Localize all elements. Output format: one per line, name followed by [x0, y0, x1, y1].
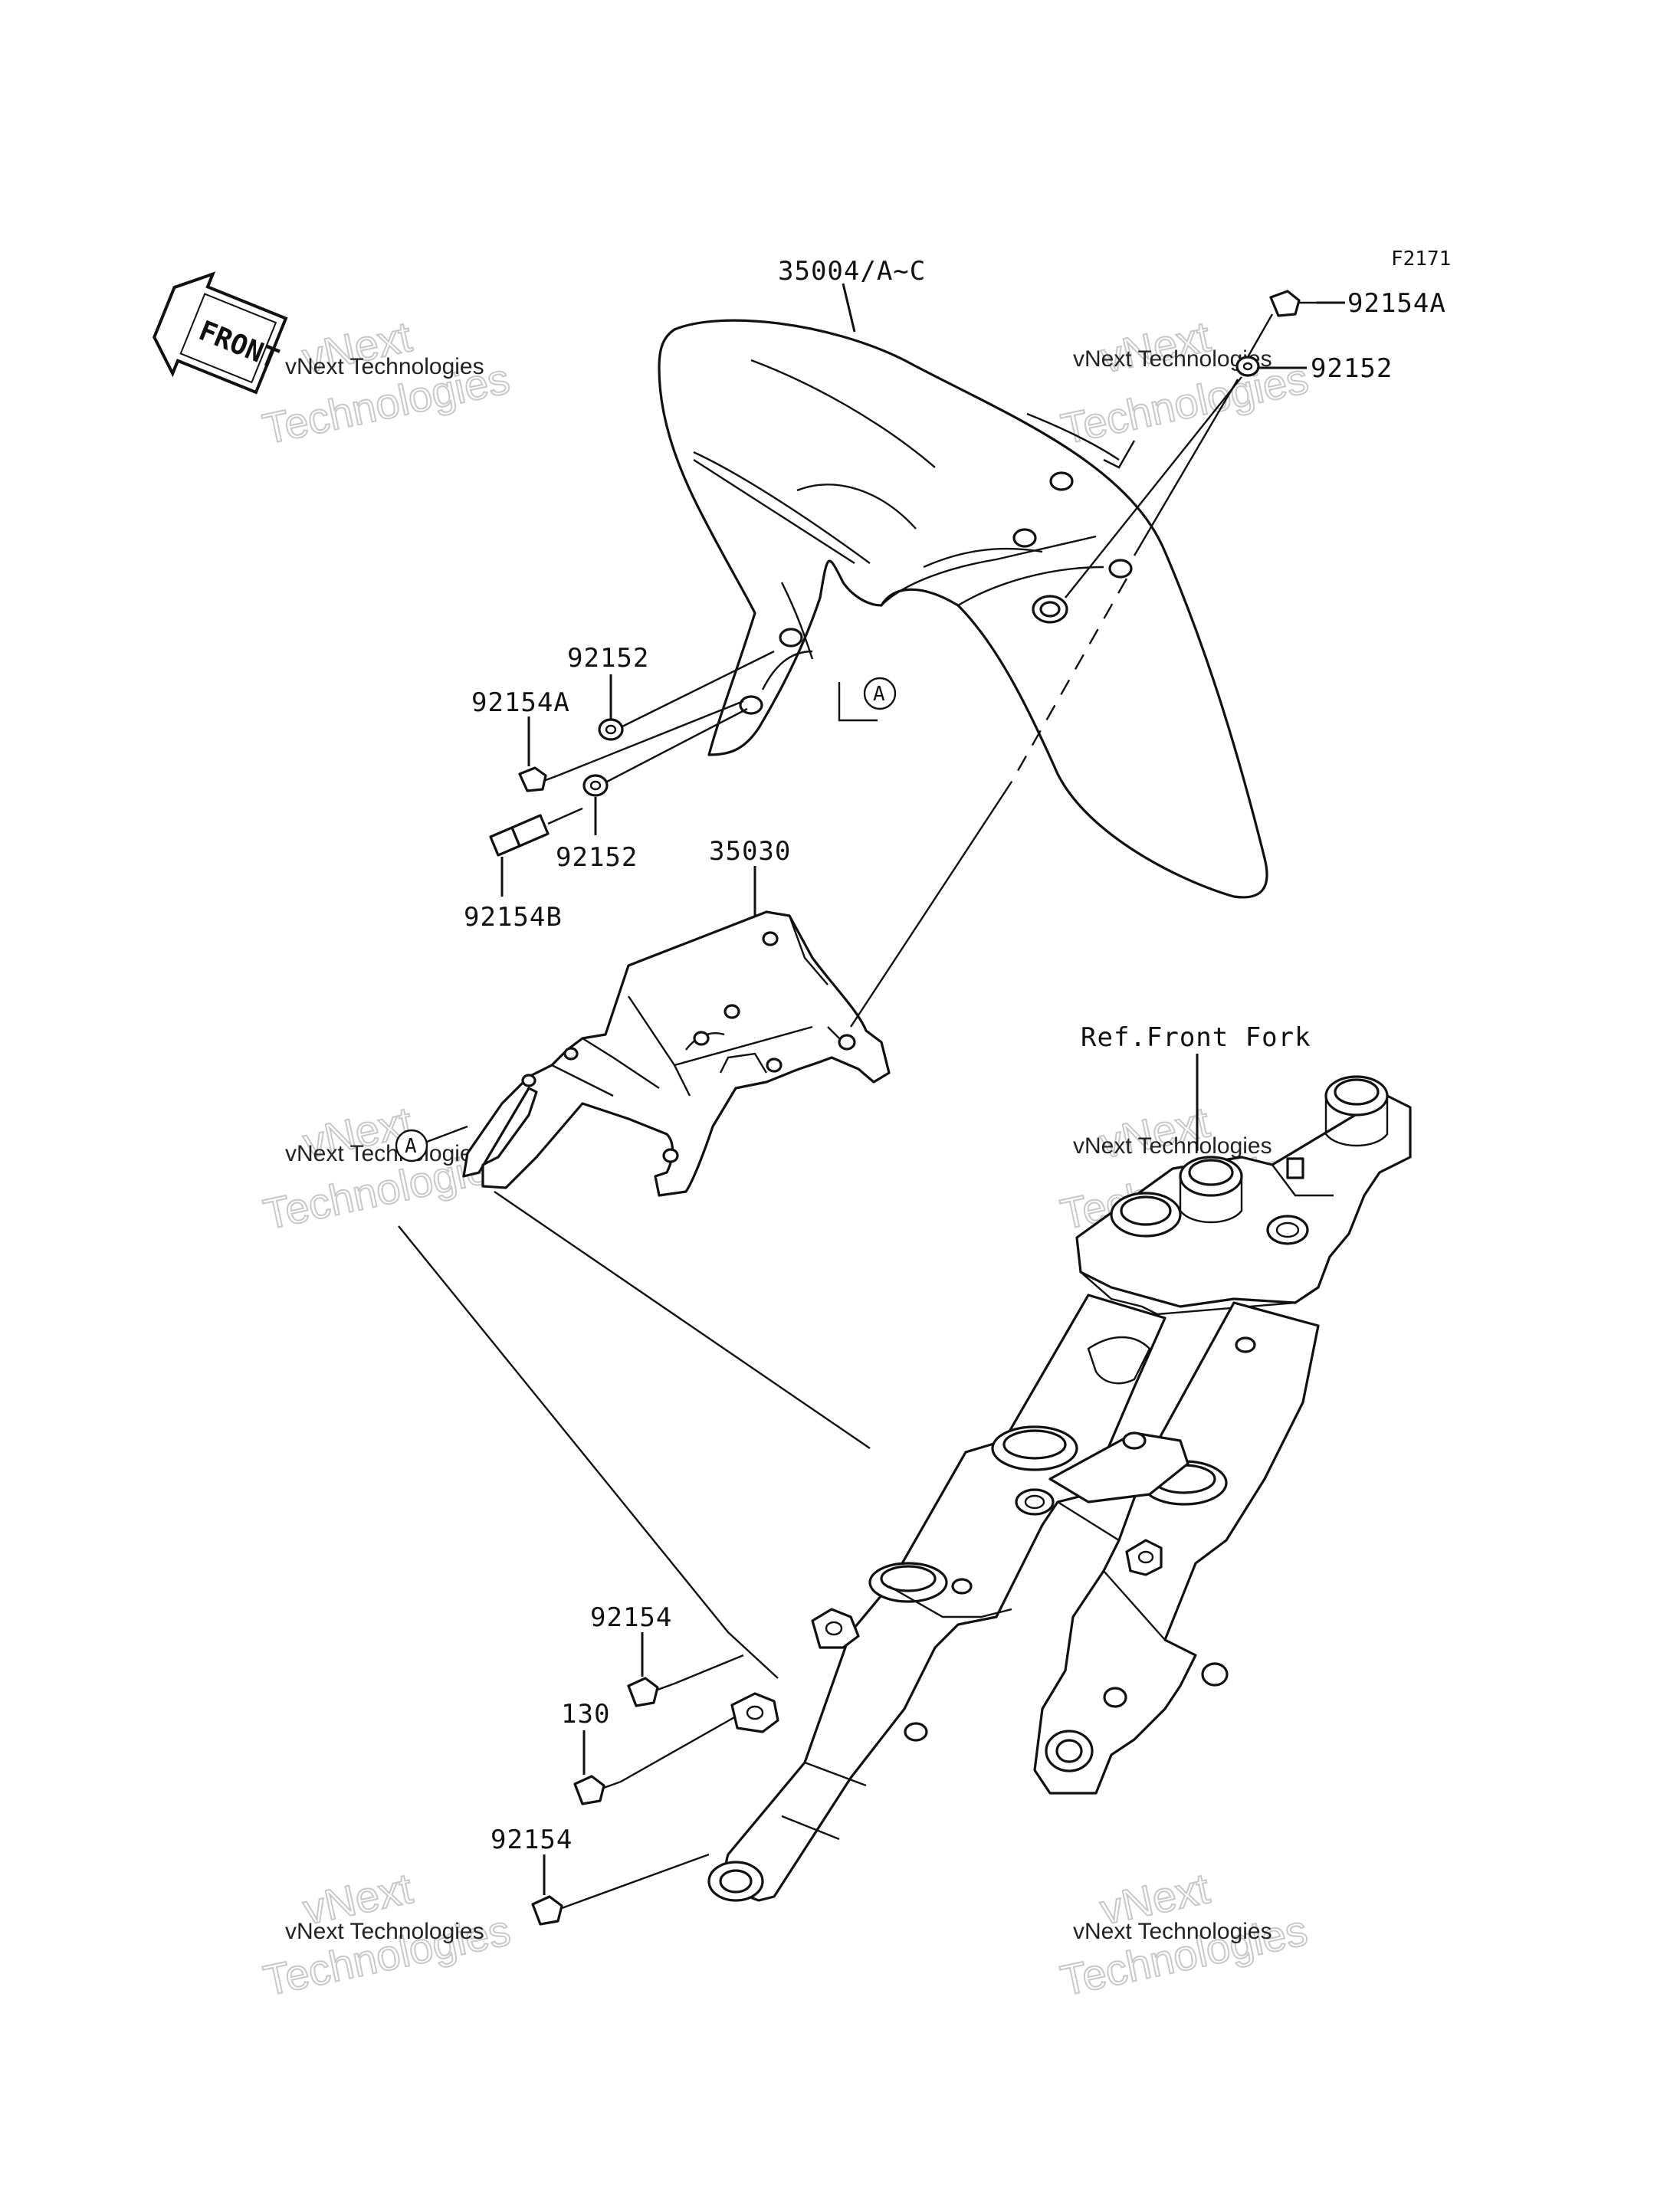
washer-left-lower [582, 774, 609, 797]
watermark-top-right: vNext Technologies [1056, 311, 1313, 454]
label-bolt-left: 92154A [471, 687, 570, 718]
callout-a-bracket [395, 1129, 428, 1162]
bolt-lower-mid [573, 1775, 622, 1805]
label-washer-left-lower: 92152 [556, 842, 638, 873]
washer-left-upper [598, 718, 624, 741]
front-fender [658, 319, 1268, 899]
watermark-text: vNext Technologies [1073, 1919, 1272, 1944]
bolt-lower-bottom [531, 1895, 579, 1926]
figure-code: F2171 [1391, 248, 1451, 271]
front-arrow-icon: FRONT [153, 271, 288, 395]
label-bolt-top-right: 92154A [1347, 288, 1446, 319]
label-bracket: 35030 [709, 836, 791, 867]
label-stud-left: 92154B [464, 902, 563, 933]
watermark-text: vNext Technologies [1073, 1133, 1272, 1159]
watermark-text: vNext Technologies [285, 1919, 484, 1944]
bolt-lower-upper [627, 1677, 675, 1707]
bolt-top-right [1269, 290, 1317, 317]
front-fork [707, 1075, 1412, 1902]
callout-a-label: A [405, 1135, 417, 1158]
label-bolt-lower-upper: 92154 [590, 1602, 672, 1633]
bolt-left [518, 766, 559, 792]
fender-bracket [462, 910, 891, 1197]
watermark-text: vNext Technologies [285, 354, 484, 379]
label-fender: 35004/A~C [778, 256, 926, 287]
label-bolt-lower-mid: 130 [561, 1699, 610, 1730]
washer-top-right [1235, 356, 1260, 377]
label-washer-left-upper: 92152 [567, 643, 649, 674]
watermark-text: vNext Technologies [285, 1141, 484, 1166]
callout-a-label: A [873, 683, 885, 706]
label-bolt-lower-bottom: 92154 [491, 1825, 573, 1855]
label-washer-top-right: 92152 [1311, 353, 1393, 384]
label-front-fork-ref: Ref.Front Fork [1081, 1022, 1311, 1053]
stud-left [489, 814, 564, 857]
callout-a-fender [863, 677, 897, 710]
